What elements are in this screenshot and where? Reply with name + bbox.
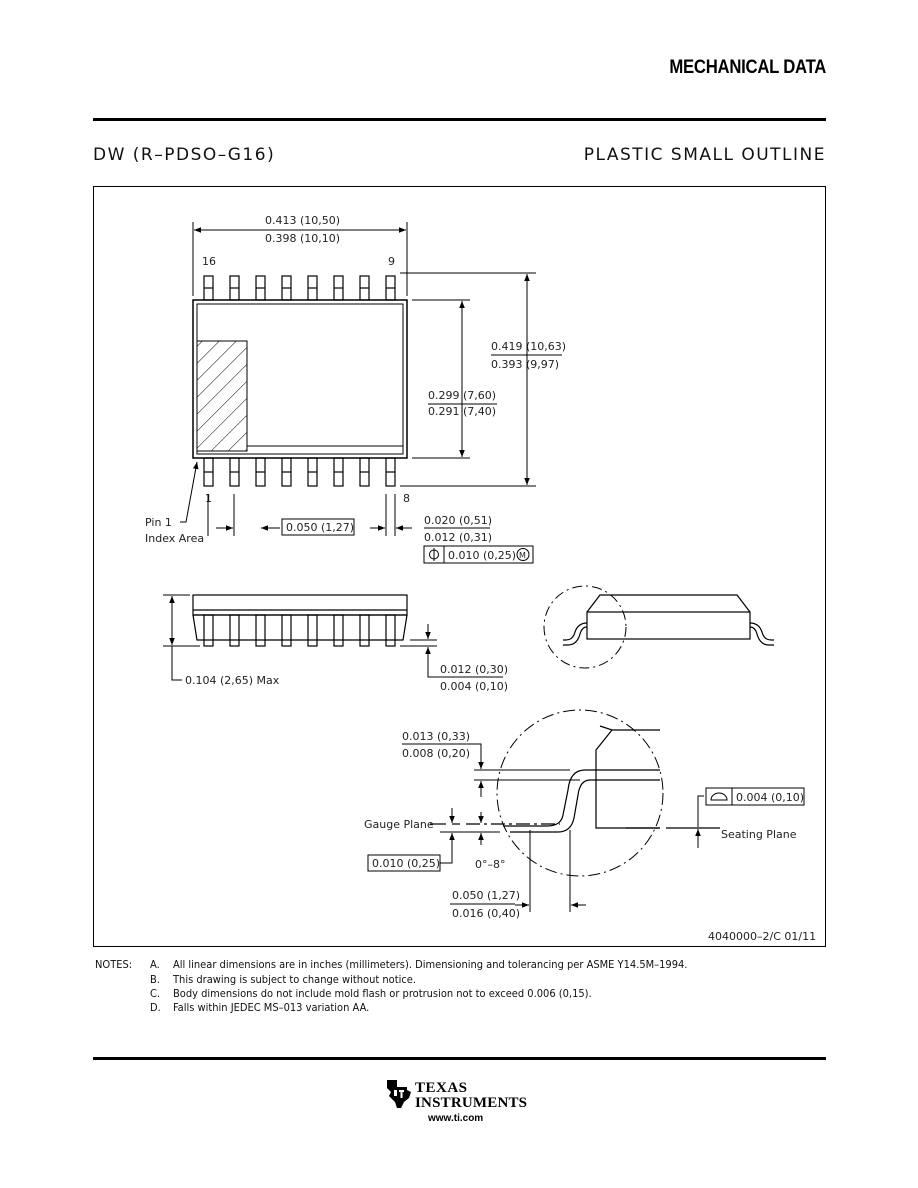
pin-9-label: 9 (388, 255, 395, 268)
lead-thickness-min: 0.008 (0,20) (402, 747, 470, 760)
mmc-symbol: M (519, 551, 526, 560)
profile-surface-icon (710, 792, 728, 801)
bottom-pin-row (203, 457, 396, 487)
width-max: 0.413 (10,50) (265, 214, 340, 227)
coplanarity-frame: 0.004 (0,10) (705, 787, 805, 806)
body-height-min: 0.291 (7,40) (428, 405, 496, 418)
seating-plane-label: Seating Plane (721, 828, 797, 841)
drawing-id: 4040000–2/C 01/11 (708, 930, 816, 943)
body-height-max: 0.299 (7,60) (428, 389, 496, 402)
width-dimension (192, 222, 408, 296)
drawing-frame (93, 186, 826, 947)
notes-label: NOTES: (95, 958, 133, 971)
height-dimension (163, 594, 200, 681)
standoff-min: 0.004 (0,10) (440, 680, 508, 693)
lead-width-min: 0.012 (0,31) (424, 531, 492, 544)
package-body (192, 299, 408, 459)
side-view: 0.104 (2,65) Max 0.012 (0,30) 0.004 (0,1… (163, 594, 508, 693)
pitch-value: 0.050 (1,27) (286, 521, 354, 534)
standoff-dimension (400, 624, 503, 678)
section-title: MECHANICAL DATA (669, 57, 826, 78)
bottom-rule (93, 1057, 826, 1060)
pin1-label-2: Index Area (145, 532, 204, 545)
ti-logo: TEXAS INSTRUMENTS www.ti.com (385, 1076, 535, 1126)
package-code: DW (R–PDSO–G16) (93, 145, 276, 165)
foot-length-max: 0.050 (1,27) (452, 889, 520, 902)
note-d: D.Falls within JEDEC MS–013 variation AA… (150, 1001, 370, 1014)
gauge-distance-dimension (440, 808, 500, 864)
angle-value: 0°–8° (475, 858, 506, 871)
lead-width-max: 0.020 (0,51) (424, 514, 492, 527)
lead-width-dimension (370, 494, 490, 536)
position-tolerance-frame: 0.010 (0,25) M (423, 545, 534, 564)
height-max: 0.104 (2,65) Max (185, 674, 280, 687)
pin-16-label: 16 (202, 255, 216, 268)
gauge-plane-label: Gauge Plane (364, 818, 434, 831)
position-tolerance-value: 0.010 (0,25) (448, 549, 516, 562)
website-url[interactable]: www.ti.com (428, 1113, 484, 1124)
foot-length-dimension (450, 830, 586, 912)
mmc-circle-icon (516, 548, 530, 561)
pin1-label-1: Pin 1 (145, 516, 172, 529)
detail-view: 0.013 (0,33) 0.008 (0,20) Gauge Plane 0.… (364, 709, 805, 920)
standoff-max: 0.012 (0,30) (440, 663, 508, 676)
overall-height-dimension (400, 272, 562, 487)
end-view (543, 585, 774, 669)
brand-line-1: TEXAS (415, 1080, 468, 1096)
pin1-index-area (196, 340, 248, 452)
coplanarity-leader (695, 795, 704, 848)
width-min: 0.398 (10,10) (265, 232, 340, 245)
gauge-distance-value: 0.010 (0,25) (372, 857, 440, 870)
lead-thickness-dimension (402, 743, 580, 797)
overall-height-max: 0.419 (10,63) (491, 340, 566, 353)
top-rule (93, 118, 826, 121)
package-type: PLASTIC SMALL OUTLINE (583, 145, 826, 165)
coplanarity-value: 0.004 (0,10) (736, 791, 804, 804)
ti-state-logo-icon (387, 1080, 411, 1108)
overall-height-min: 0.393 (9,97) (491, 358, 559, 371)
top-pin-row (203, 275, 396, 301)
brand-line-2: INSTRUMENTS (415, 1095, 528, 1111)
pin1-leader (180, 461, 199, 523)
note-a: A.All linear dimensions are in inches (m… (150, 958, 688, 971)
note-b: B.This drawing is subject to change with… (150, 973, 416, 986)
note-c: C.Body dimensions do not include mold fl… (150, 987, 592, 1000)
side-view-leads (203, 614, 396, 647)
pitch-dimension (207, 494, 280, 536)
body-height-dimension (412, 299, 497, 459)
top-view: 16 9 1 8 0.413 (10,50) 0.398 (10,10) 0.2… (145, 214, 566, 564)
lead-thickness-max: 0.013 (0,33) (402, 730, 470, 743)
pin-8-label: 8 (403, 492, 410, 505)
foot-length-min: 0.016 (0,40) (452, 907, 520, 920)
